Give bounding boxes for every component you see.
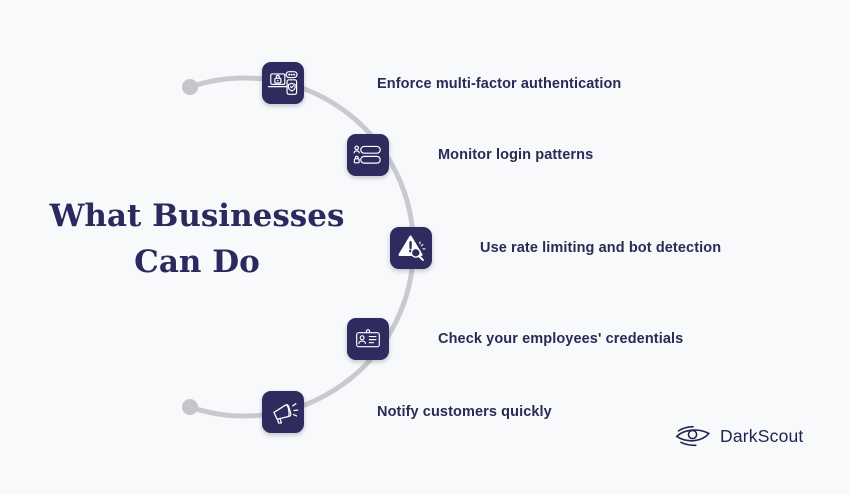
page-title-line1: What Businesses	[49, 198, 345, 234]
page-title: What Businesses Can Do	[30, 193, 364, 285]
brand-logo-text: DarkScout	[720, 425, 804, 446]
step-2-label: Monitor login patterns	[438, 147, 594, 163]
login-fields-icon	[353, 145, 381, 164]
step-3-label: Use rate limiting and bot detection	[480, 240, 722, 256]
brand-logo: DarkScout	[674, 423, 804, 449]
megaphone-icon	[273, 403, 299, 424]
step-1-label: Enforce multi-factor authentication	[377, 76, 622, 92]
arc-end-dot	[182, 399, 198, 415]
id-card-icon	[356, 329, 380, 348]
page-title-line2: Can Do	[134, 244, 260, 280]
mfa-lock-phone-icon	[267, 71, 298, 95]
warning-magnifier-icon	[398, 235, 426, 261]
step-1-icon-box	[262, 62, 304, 104]
darkscout-eye-icon	[675, 425, 711, 447]
step-2-icon-box	[347, 134, 389, 176]
step-5-icon-box	[262, 391, 304, 433]
step-3-icon-box	[390, 227, 432, 269]
arc-start-dot	[182, 79, 198, 95]
step-4-icon-box	[347, 318, 389, 360]
step-4-label: Check your employees' credentials	[438, 331, 684, 347]
step-5-label: Notify customers quickly	[377, 404, 552, 420]
